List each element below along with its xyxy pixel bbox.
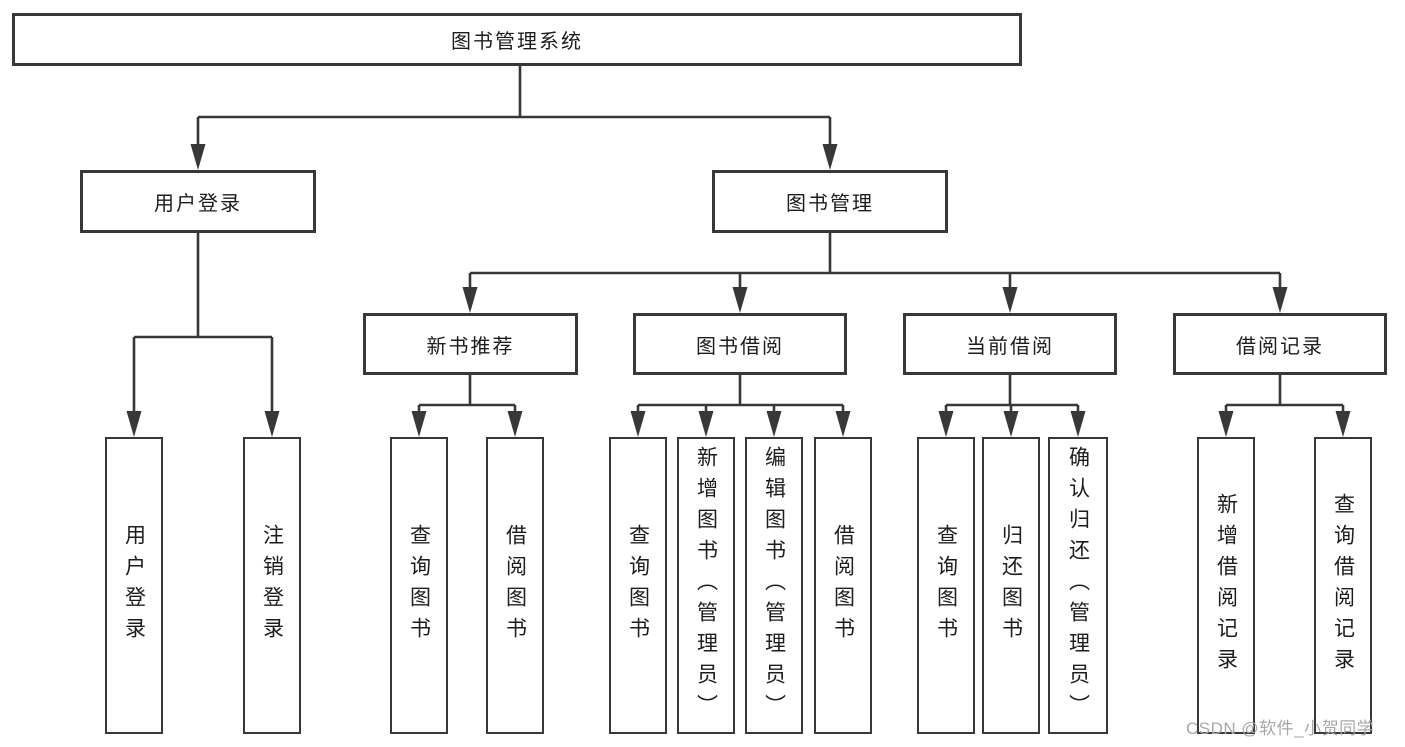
- node-leaf-bb-query-books: 查询图书: [609, 437, 667, 734]
- node-leaf-cb-return-books: 归还图书: [982, 437, 1040, 734]
- node-leaf-bb-query-books-label: 查询图书: [626, 523, 650, 648]
- node-leaf-bb-add-books: 新增图书（管理员）: [677, 437, 735, 734]
- node-user-login: 用户登录: [80, 170, 316, 233]
- arrowhead: [766, 411, 782, 437]
- node-root: 图书管理系统: [12, 13, 1022, 66]
- node-leaf-br-add-record-label: 新增借阅记录: [1214, 492, 1238, 679]
- arrowhead: [630, 411, 646, 437]
- arrowhead: [835, 411, 851, 437]
- node-leaf-cb-query-books-label: 查询图书: [934, 523, 958, 648]
- node-leaf-nbr-borrow-books: 借阅图书: [486, 437, 544, 734]
- node-leaf-nbr-query-books-label: 查询图书: [407, 523, 431, 648]
- node-borrow-records: 借阅记录: [1173, 313, 1387, 375]
- node-leaf-bb-edit-books: 编辑图书（管理员）: [745, 437, 803, 734]
- node-leaf-nbr-borrow-books-label: 借阅图书: [503, 523, 527, 648]
- arrowhead: [1218, 411, 1234, 437]
- arrowhead: [732, 287, 748, 313]
- arrowhead: [1003, 411, 1019, 437]
- node-root-label: 图书管理系统: [451, 31, 583, 53]
- arrowhead: [507, 411, 523, 437]
- arrowhead: [822, 144, 838, 170]
- node-book-borrow-label: 图书借阅: [696, 335, 784, 358]
- node-leaf-br-query-record: 查询借阅记录: [1314, 437, 1372, 734]
- node-leaf-br-query-record-label: 查询借阅记录: [1331, 492, 1355, 679]
- node-current-borrow: 当前借阅: [903, 313, 1117, 375]
- node-current-borrow-label: 当前借阅: [966, 335, 1054, 358]
- node-leaf-user-login: 用户登录: [105, 437, 163, 734]
- arrowhead: [698, 411, 714, 437]
- node-leaf-user-login-label: 用户登录: [122, 523, 146, 648]
- node-leaf-bb-add-books-label: 新增图书（管理员）: [694, 446, 718, 725]
- arrowhead: [462, 287, 478, 313]
- csdn-watermark: CSDN @软件_小贺同学: [1186, 719, 1375, 738]
- arrowhead: [1002, 287, 1018, 313]
- arrowhead: [1335, 411, 1351, 437]
- connector-book-borrow-branch: [636, 375, 845, 413]
- arrowhead: [190, 144, 206, 170]
- node-leaf-logout: 注销登录: [243, 437, 301, 734]
- node-leaf-br-add-record: 新增借阅记录: [1197, 437, 1255, 734]
- node-new-book-rec-label: 新书推荐: [426, 335, 515, 358]
- arrowhead: [264, 411, 280, 437]
- arrowhead: [938, 411, 954, 437]
- arrowhead: [1272, 287, 1288, 313]
- node-borrow-records-label: 借阅记录: [1236, 335, 1324, 358]
- node-leaf-logout-label: 注销登录: [260, 523, 284, 648]
- node-leaf-bb-borrow-books-label: 借阅图书: [831, 523, 855, 648]
- connector-user-login-branch: [132, 233, 274, 413]
- connector-root-branch: [196, 66, 832, 146]
- arrowhead: [411, 411, 427, 437]
- arrowhead: [1070, 411, 1086, 437]
- node-leaf-bb-edit-books-label: 编辑图书（管理员）: [762, 446, 786, 725]
- node-leaf-cb-return-books-label: 归还图书: [999, 523, 1023, 648]
- node-leaf-bb-borrow-books: 借阅图书: [814, 437, 872, 734]
- node-user-login-label: 用户登录: [154, 193, 242, 215]
- connector-book-mgmt-branch: [468, 233, 1282, 289]
- connector-new-book-rec-branch: [417, 375, 517, 413]
- node-book-mgmt: 图书管理: [712, 170, 948, 233]
- node-book-mgmt-label: 图书管理: [786, 193, 874, 215]
- node-new-book-rec: 新书推荐: [363, 313, 578, 375]
- node-leaf-cb-confirm-return: 确认归还（管理员）: [1048, 437, 1108, 734]
- connector-current-borrow-branch: [944, 375, 1080, 413]
- arrowheads: [126, 144, 1351, 437]
- node-leaf-cb-query-books: 查询图书: [917, 437, 975, 734]
- connector-borrow-records-branch: [1224, 375, 1345, 413]
- arrowhead: [126, 411, 142, 437]
- node-leaf-cb-confirm-return-label: 确认归还（管理员）: [1066, 446, 1090, 725]
- node-leaf-nbr-query-books: 查询图书: [390, 437, 448, 734]
- node-book-borrow: 图书借阅: [633, 313, 847, 375]
